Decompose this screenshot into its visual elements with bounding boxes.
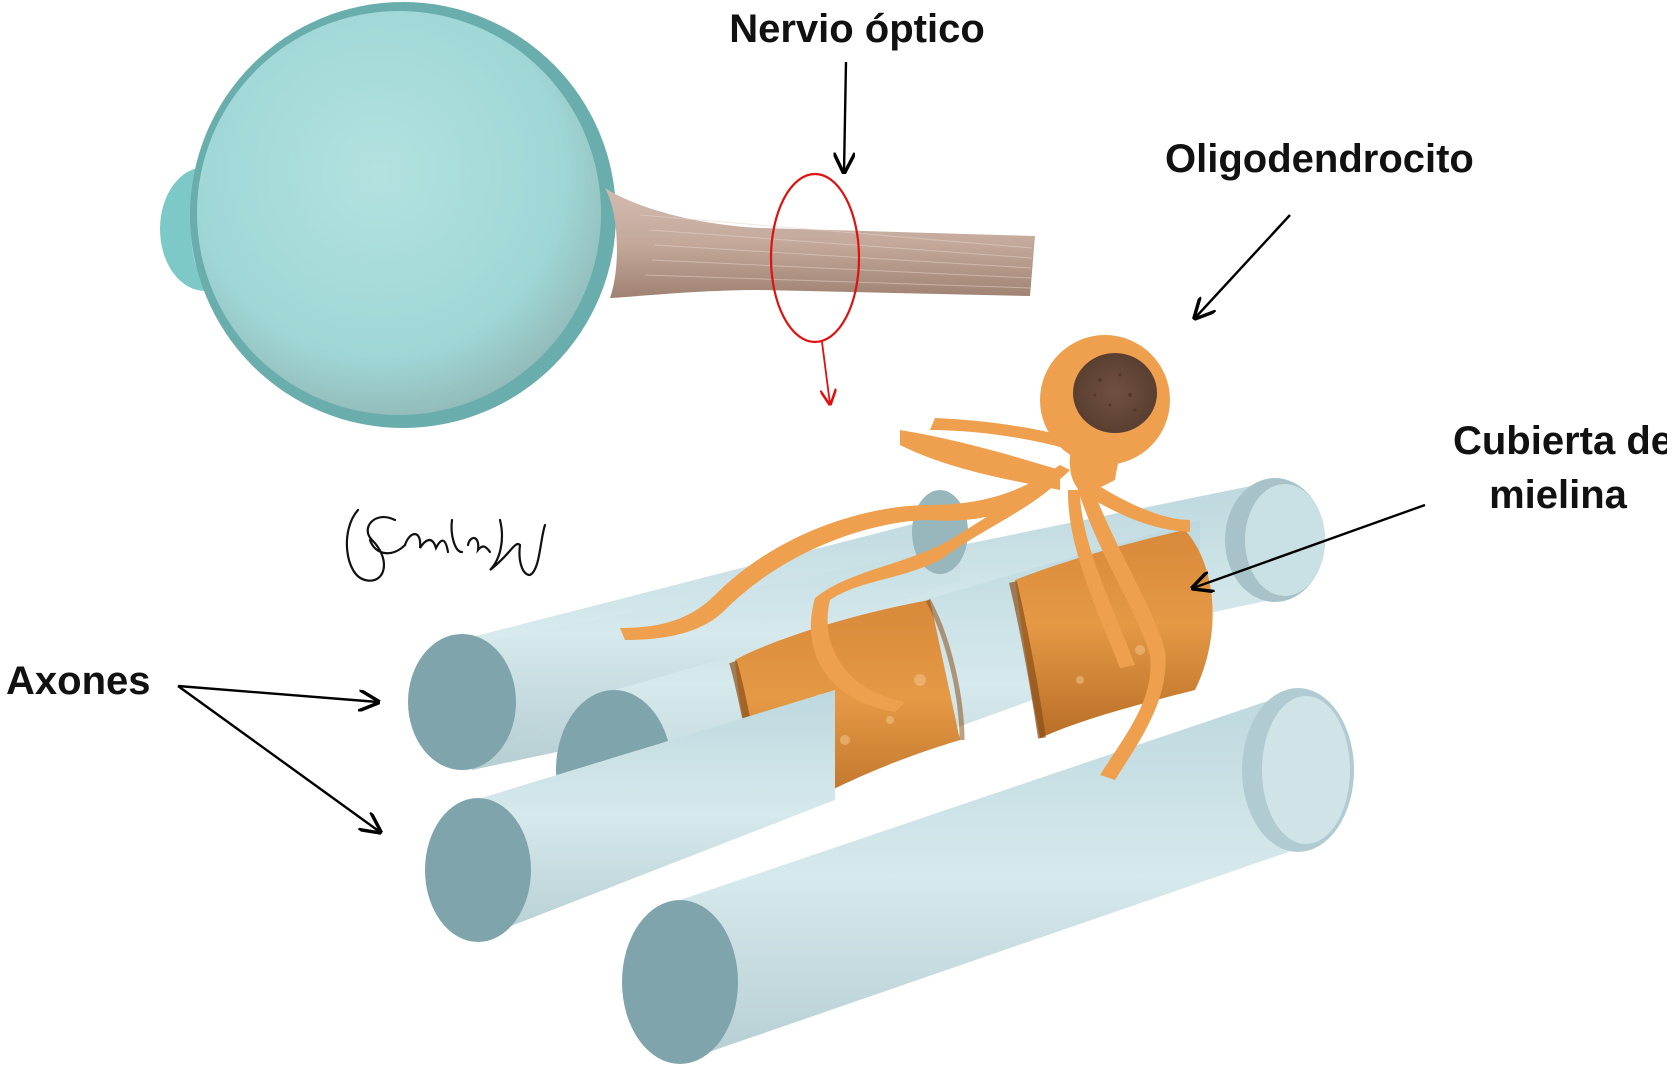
- axon-front: [622, 688, 1354, 1064]
- artist-signature: [345, 508, 547, 582]
- axon-lower-left: [425, 690, 835, 942]
- label-myelin-line1: Cubierta de: [1453, 419, 1667, 463]
- label-oligodendrocyte: Oligodendrocito: [1165, 137, 1474, 181]
- axon-end-face: [622, 900, 738, 1064]
- arrow-optic-nerve: [844, 61, 846, 172]
- axon-end-face: [408, 634, 516, 770]
- label-myelin-line2: mielina: [1489, 473, 1628, 517]
- label-optic-nerve: Nervio óptico: [729, 7, 985, 51]
- axon-upper-left: [408, 634, 516, 770]
- arrow-oligodendrocyte: [1195, 214, 1291, 318]
- nerve-highlight-ring: [769, 172, 861, 344]
- eye-globe: [197, 11, 601, 415]
- label-axons: Axones: [6, 659, 151, 703]
- optic-nerve: [605, 188, 1035, 298]
- eyeball: [160, 2, 616, 428]
- arrow-axon-upper: [177, 684, 378, 702]
- nerve-zoom-arrow: [822, 341, 830, 404]
- arrow-myelin: [1193, 503, 1426, 588]
- arrow-axon-lower: [177, 685, 380, 832]
- oligodendrocyte-nucleus: [1073, 353, 1157, 433]
- axon-end-face: [425, 798, 531, 942]
